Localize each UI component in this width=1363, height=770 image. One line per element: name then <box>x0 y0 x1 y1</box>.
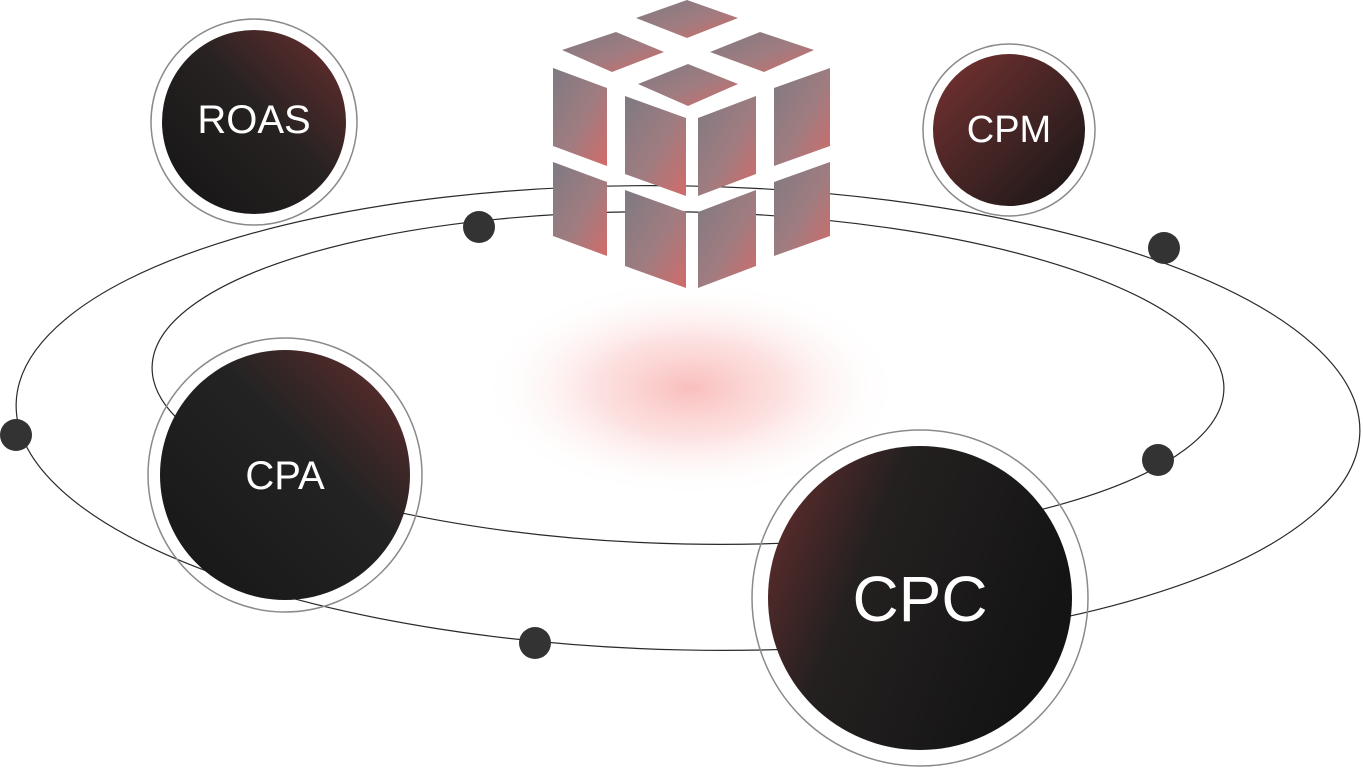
metric-label-cpc: CPC <box>852 563 987 635</box>
node-core <box>162 30 346 214</box>
cube-icon <box>553 0 830 288</box>
metric-node-cpm: CPM <box>922 43 1096 217</box>
orbits <box>15 185 1361 651</box>
node-ring <box>147 337 423 613</box>
orbit-dot <box>1148 232 1180 264</box>
metric-node-roas: ROAS <box>150 18 358 226</box>
orbit-dot <box>519 627 551 659</box>
metric-node-cpa: CPA <box>147 337 423 613</box>
metric-label-roas: ROAS <box>197 98 310 142</box>
inner-orbit <box>151 211 1225 545</box>
node-core <box>160 350 410 600</box>
orbit-dot <box>1142 444 1174 476</box>
orbit-dot <box>0 419 32 451</box>
node-core <box>768 446 1072 750</box>
metric-label-cpm: CPM <box>967 109 1051 151</box>
orbit-dot <box>463 211 495 243</box>
node-ring <box>751 429 1089 767</box>
orbit-dots <box>0 211 1180 659</box>
outer-orbit <box>15 185 1361 651</box>
metric-node-cpc: CPC <box>751 429 1089 767</box>
node-core <box>933 54 1085 206</box>
metric-label-cpa: CPA <box>245 454 325 498</box>
glow-spot <box>480 278 900 498</box>
